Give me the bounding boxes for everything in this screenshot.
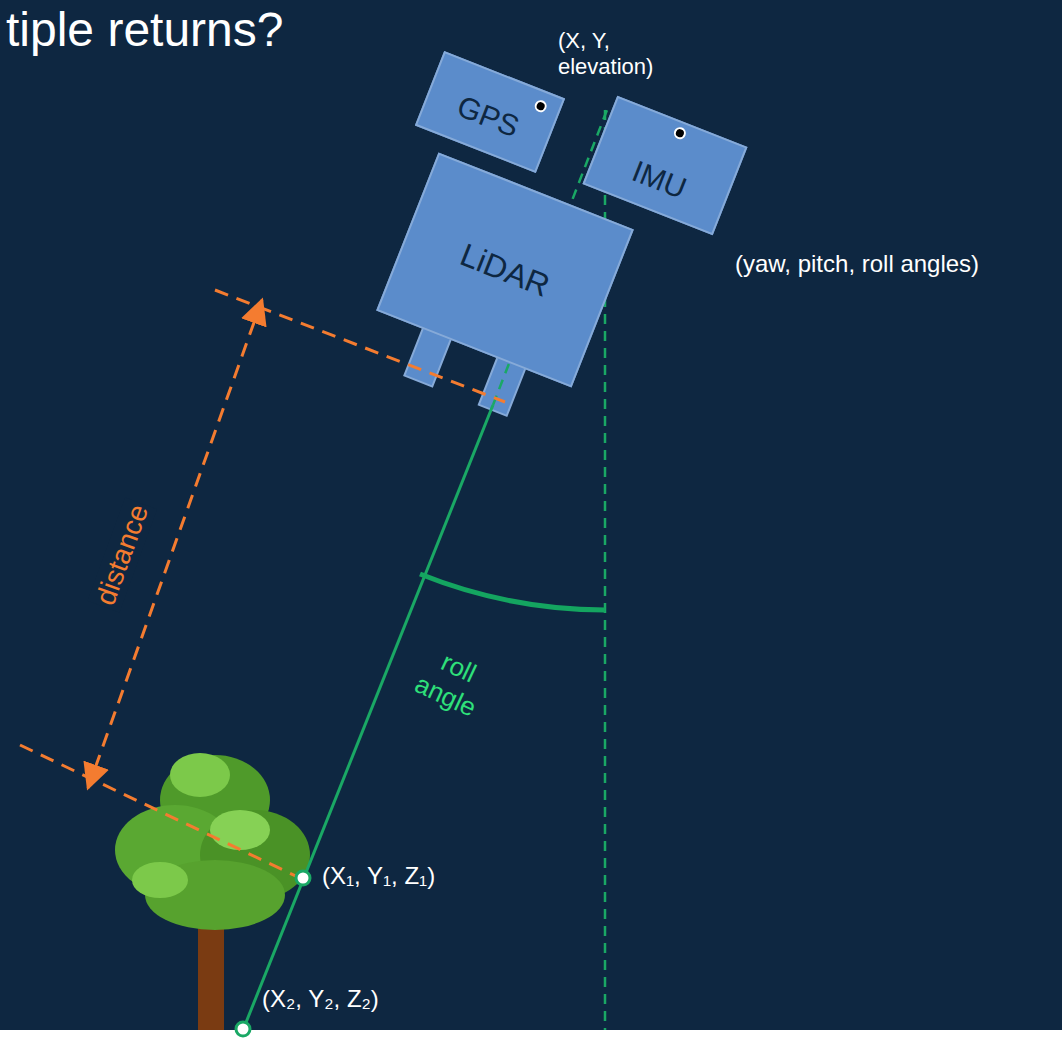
angle-label: roll angle [400,636,504,729]
slide-title: tiple returns? [6,2,283,57]
position-label: (X, Y, elevation) [558,28,708,81]
imu-box: IMU [582,95,747,235]
bottom-band [0,1030,1062,1038]
roll-angle-arc [420,574,605,610]
return-point [296,871,310,885]
sensor-origin-dot [533,98,549,114]
angles-label: (yaw, pitch, roll angles) [735,250,1005,279]
point-label: (X₁, Y₁, Z₁) [322,862,435,891]
dimension-label: distance [88,497,157,612]
dimension-line [88,300,262,788]
return-point [236,1022,250,1036]
extension-line [20,745,300,878]
point-label: (X₂, Y₂, Z₂) [262,985,379,1014]
sensor-origin-dot [672,125,688,141]
box-label: LiDAR [455,236,555,304]
box-label: IMU [628,153,692,205]
box-label: GPS [452,89,523,144]
